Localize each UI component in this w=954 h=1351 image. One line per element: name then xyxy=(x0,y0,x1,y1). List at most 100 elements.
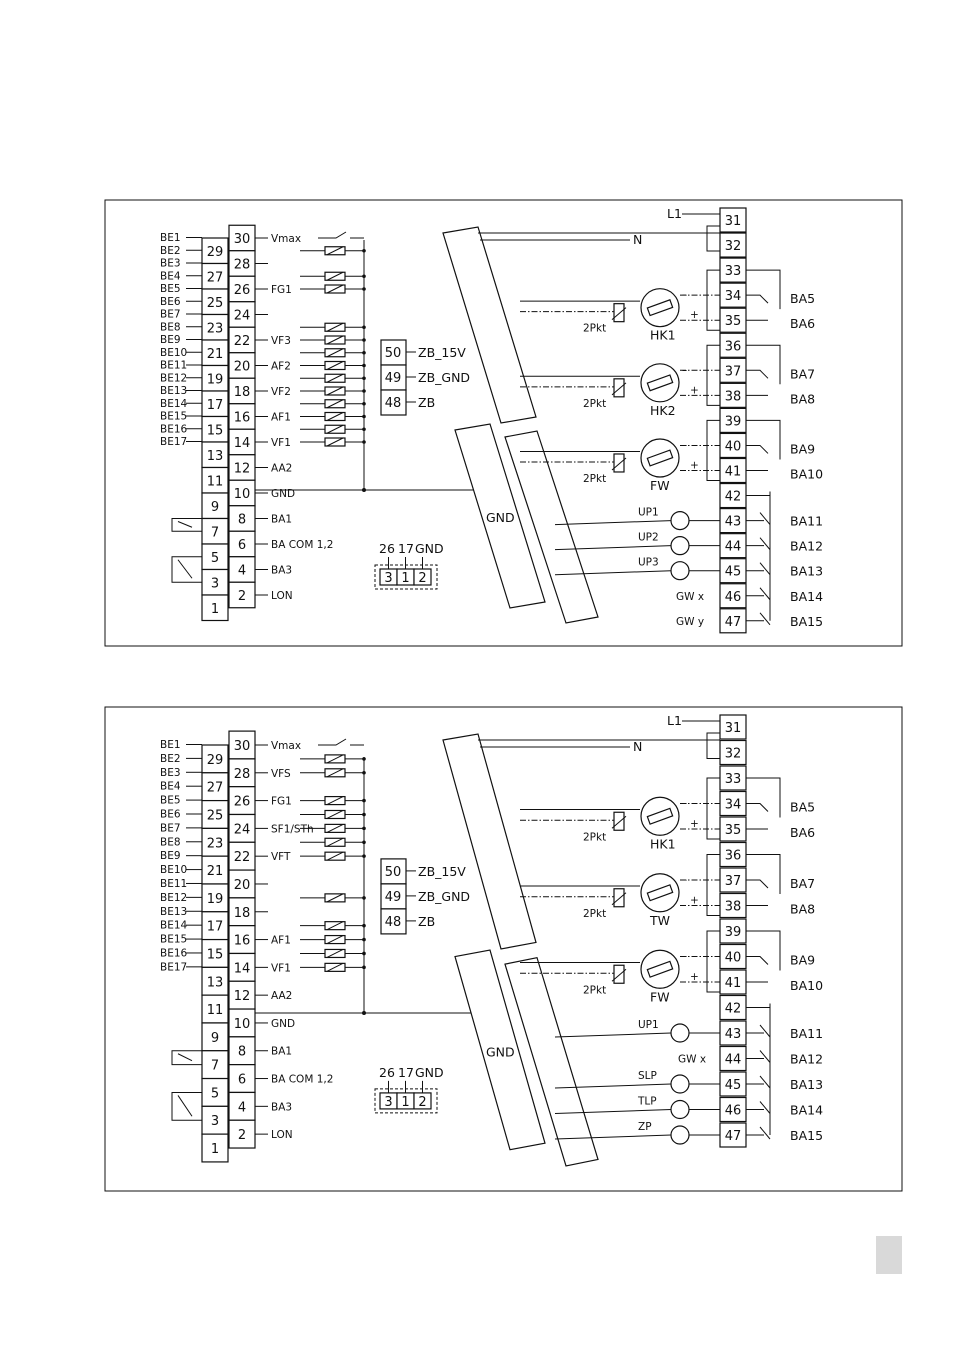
terminal-number-14: 14 xyxy=(234,436,251,451)
junction-dot xyxy=(362,812,366,817)
terminal-number-33: 33 xyxy=(725,772,742,787)
terminal-label-26: FG1 xyxy=(271,796,292,808)
terminal-number-11: 11 xyxy=(207,474,224,489)
terminal-number-35: 35 xyxy=(725,823,742,838)
valve-name: TW xyxy=(649,913,670,928)
ba-switch xyxy=(759,612,771,626)
ba-label: BA11 xyxy=(790,514,823,529)
terminal-28 xyxy=(228,250,256,277)
be-label-17: BE17 xyxy=(160,436,187,448)
terminal-18 xyxy=(228,377,256,405)
sensor-diagonal xyxy=(326,399,344,409)
terminal-number-5: 5 xyxy=(211,1086,219,1101)
terminal-44 xyxy=(719,533,747,559)
terminal-label-10: GND xyxy=(271,488,295,500)
terminal-11 xyxy=(201,994,229,1024)
terminal-number-38: 38 xyxy=(725,389,742,404)
ba-contact xyxy=(746,369,769,379)
terminal-35 xyxy=(719,816,747,842)
gnd-label: GND xyxy=(486,1044,515,1059)
be-label-13: BE13 xyxy=(160,385,187,397)
ba-label: BA9 xyxy=(790,441,815,456)
l1-bridge xyxy=(706,732,720,759)
junction-dot xyxy=(362,287,366,291)
terminal-number-20: 20 xyxy=(234,878,251,893)
terminal-number-7: 7 xyxy=(211,525,219,540)
junction-dot xyxy=(362,488,366,492)
ba-switch xyxy=(759,1050,771,1063)
ba-switch xyxy=(759,1075,771,1089)
be-label-11: BE11 xyxy=(160,878,187,890)
terminal-number-9: 9 xyxy=(211,500,219,515)
sensor-diagonal xyxy=(326,768,344,778)
zb-number: 50 xyxy=(385,865,402,880)
terminal-label-16: AF1 xyxy=(271,412,291,424)
be-label-14: BE14 xyxy=(160,920,188,932)
valve-name: HK1 xyxy=(650,836,676,851)
be-label-14: BE14 xyxy=(160,398,188,410)
terminal-label-8: BA1 xyxy=(271,514,292,526)
valve-minus: – xyxy=(682,289,687,301)
valve-heater xyxy=(646,299,674,317)
terminal-number-24: 24 xyxy=(234,309,251,324)
pump-line xyxy=(554,570,672,576)
terminal-number-17: 17 xyxy=(207,398,224,413)
l1-label: L1 xyxy=(667,206,682,221)
terminal-number-32: 32 xyxy=(725,239,742,254)
be-label-3: BE3 xyxy=(160,767,181,779)
be-label-5: BE5 xyxy=(160,283,181,295)
terminal-9 xyxy=(201,492,229,520)
be-label-9: BE9 xyxy=(160,850,181,862)
junction-dot xyxy=(362,937,366,942)
valve-minus: – xyxy=(682,798,687,810)
terminal-number-44: 44 xyxy=(725,540,742,555)
be-label-2: BE2 xyxy=(160,245,181,257)
pump-line xyxy=(554,520,672,526)
zb-terminal-48 xyxy=(380,908,407,935)
terminal-number-28: 28 xyxy=(234,258,251,273)
page-marker xyxy=(876,1236,902,1274)
terminal-label-6: BA COM 1,2 xyxy=(271,1074,333,1086)
ba-contact-blade xyxy=(177,521,193,528)
connector-label: 17 xyxy=(398,541,414,556)
junction-dot xyxy=(362,770,366,775)
pump-ZP xyxy=(670,1125,690,1145)
terminal-number-19: 19 xyxy=(207,892,224,907)
terminal-30 xyxy=(228,730,256,760)
terminal-label-30: Vmax xyxy=(271,233,301,245)
pump-label: UP3 xyxy=(638,557,659,569)
pump-line xyxy=(554,1083,672,1089)
terminal-number-42: 42 xyxy=(725,1002,742,1017)
ba-label: BA9 xyxy=(790,953,815,968)
terminal-label-28: VFS xyxy=(271,768,291,780)
two-pkt-diagonal xyxy=(611,382,627,396)
be-label-16: BE16 xyxy=(160,947,188,959)
terminal-31 xyxy=(719,207,747,233)
terminal-number-44: 44 xyxy=(725,1053,742,1068)
terminal-3 xyxy=(201,568,229,596)
terminal-36 xyxy=(719,332,747,358)
junction-dot xyxy=(362,757,366,761)
sensor-diagonal xyxy=(326,837,344,847)
terminal-label-22: VFT xyxy=(271,851,291,863)
terminal-number-1: 1 xyxy=(211,1142,219,1157)
terminal-number-45: 45 xyxy=(725,1078,742,1093)
ba-label: BA14 xyxy=(790,1103,823,1118)
terminal-42 xyxy=(719,994,747,1021)
terminal-29 xyxy=(201,744,229,774)
ba-switch xyxy=(759,1024,771,1038)
terminal-number-45: 45 xyxy=(725,565,742,580)
sensor-diagonal xyxy=(326,437,344,447)
terminal-number-16: 16 xyxy=(234,934,251,949)
be-label-15: BE15 xyxy=(160,411,187,423)
ba-label: BA10 xyxy=(790,978,823,993)
zb-terminal-49 xyxy=(380,364,407,391)
zb-label: ZB_15V xyxy=(418,345,466,360)
connector-pin-number: 2 xyxy=(418,1095,426,1110)
terminal-40 xyxy=(719,943,747,970)
terminal-label-14: VF1 xyxy=(271,437,291,449)
gnd-label: GND xyxy=(486,510,515,525)
terminal-15 xyxy=(201,938,229,968)
connector-pin-number: 2 xyxy=(418,571,426,586)
